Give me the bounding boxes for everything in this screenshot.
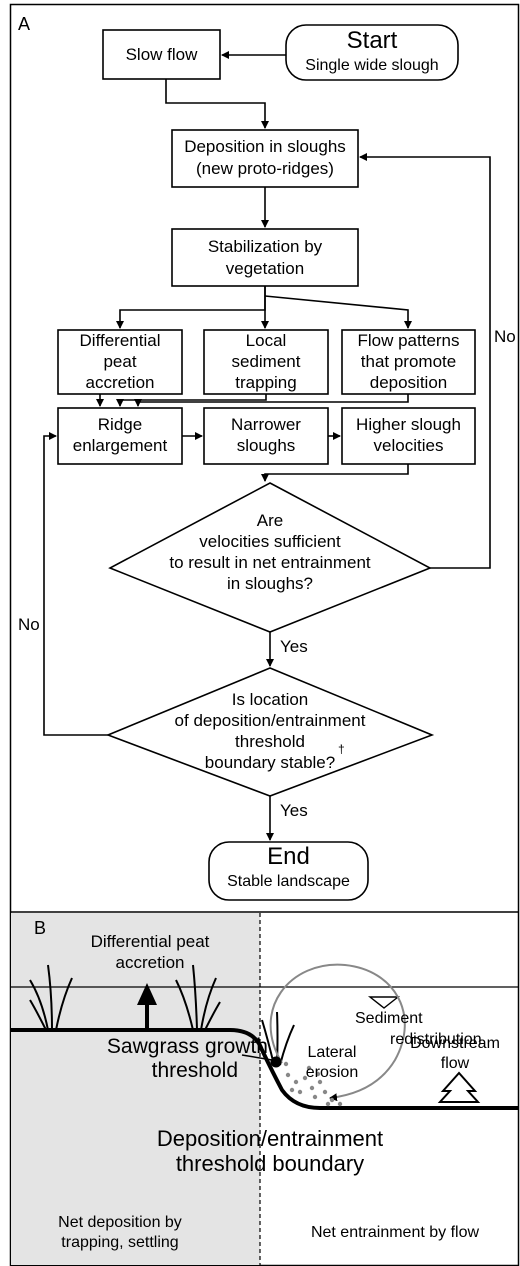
local-line-1: Local [245, 331, 287, 350]
flow-patterns-line-3: deposition [369, 373, 448, 392]
diff-peat-line-1: Differential peat [90, 932, 210, 951]
panel-label-b: B [34, 918, 47, 938]
lateral-line-2: erosion [305, 1064, 359, 1081]
deposition-zone-shade [11, 913, 260, 1265]
higher-line-1: Higher slough [356, 415, 461, 434]
diff-peat-line-2: accretion [115, 953, 185, 972]
peat-arrow-head [137, 983, 157, 1005]
ridge-line-1: Ridge [97, 415, 143, 434]
sediment-line-2: redistribution [390, 1031, 482, 1048]
downstream-flow-arrow [437, 1071, 481, 1103]
dagger-mark: † [338, 742, 345, 756]
threshold-point [270, 1056, 282, 1068]
end-box [208, 841, 369, 901]
sawgrass-line-2: threshold [151, 1059, 238, 1082]
decision1-line-1: Are [256, 511, 284, 530]
stabilization-line-1: Stabilization by [207, 237, 323, 256]
decision2-line-3: threshold [235, 732, 305, 751]
stabilization-box [171, 228, 359, 287]
threshold-pointer [241, 1054, 273, 1061]
flow-patterns-box [341, 329, 476, 395]
local-line-2: sediment [231, 352, 301, 371]
local-line-3: trapping [235, 373, 297, 392]
yes1-label: Yes [280, 637, 308, 656]
net-entrainment-label: Net entrainment by flow [310, 1224, 480, 1241]
start-box [285, 24, 459, 81]
lateral-line-1: Lateral [307, 1044, 357, 1061]
net-deposition-line-1: Net deposition by [58, 1214, 182, 1231]
no-right-label: No [494, 327, 516, 346]
arrow-stab-flow [264, 295, 412, 329]
no-left-label: No [18, 615, 40, 634]
sawgrass-line-1: Sawgrass growth [106, 1035, 268, 1058]
decision1-line-2: velocities sufficient [199, 532, 341, 551]
arrow-local-ridge [116, 394, 267, 407]
end-subtitle: Stable landscape [227, 873, 350, 890]
differential-line-1: Differential [79, 331, 161, 350]
downstream-line-2: flow [440, 1055, 470, 1072]
flow-patterns-line-2: that promote [360, 352, 457, 371]
flow-patterns-line-1: Flow patterns [357, 331, 460, 350]
water-level-marker [367, 996, 401, 1009]
downstream-line-1: Downstream [410, 1035, 500, 1052]
decision1-line-4: in sloughs? [226, 574, 313, 593]
redistribution-loop [269, 963, 406, 1102]
ridge-line-2: enlargement [72, 436, 168, 455]
arrow-no-right [359, 153, 491, 569]
slow-flow-box [102, 29, 221, 80]
ground-profile [11, 1028, 519, 1110]
decision1-line-3: to result in net entrainment [169, 553, 371, 572]
yes2-label: Yes [280, 801, 308, 820]
stabilization-line-2: vegetation [225, 259, 305, 278]
sediment-line-1: Sediment [355, 1010, 423, 1027]
arrow-flow-ridge [134, 394, 409, 407]
boundary-line-2: threshold boundary [175, 1151, 365, 1176]
start-subtitle: Single wide slough [305, 57, 439, 74]
sawgrass [29, 964, 295, 1066]
arrow-stab-diff [116, 286, 266, 329]
arrow-higher-decision1 [261, 464, 409, 482]
boundary-line-1: Deposition/entrainment [156, 1126, 384, 1151]
narrower-line-2: sloughs [236, 436, 296, 455]
net-deposition-line-2: trapping, settling [61, 1234, 179, 1251]
deposition-line-1: Deposition in sloughs [184, 137, 346, 156]
differential-line-3: accretion [85, 373, 155, 392]
arrow-no-left [43, 432, 108, 736]
higher-box [341, 407, 476, 465]
start-title: Start [346, 27, 398, 54]
arrow-slow-deposition [165, 79, 269, 129]
differential-line-2: peat [103, 352, 137, 371]
decision2-line-2: of deposition/entrainment [174, 711, 366, 730]
decision2-line-1: Is location [231, 690, 309, 709]
end-title: End [267, 843, 310, 870]
local-box [203, 329, 329, 395]
higher-line-2: velocities [373, 436, 444, 455]
slow-flow-label: Slow flow [125, 45, 198, 64]
sediment-particles [283, 1061, 343, 1107]
panel-label-a: A [18, 14, 31, 34]
deposition-line-2: (new proto-ridges) [196, 159, 334, 178]
decision2-line-4: boundary stable? [204, 753, 336, 772]
differential-box [57, 329, 183, 395]
narrower-box [203, 407, 329, 465]
narrower-line-1: Narrower [231, 415, 301, 434]
